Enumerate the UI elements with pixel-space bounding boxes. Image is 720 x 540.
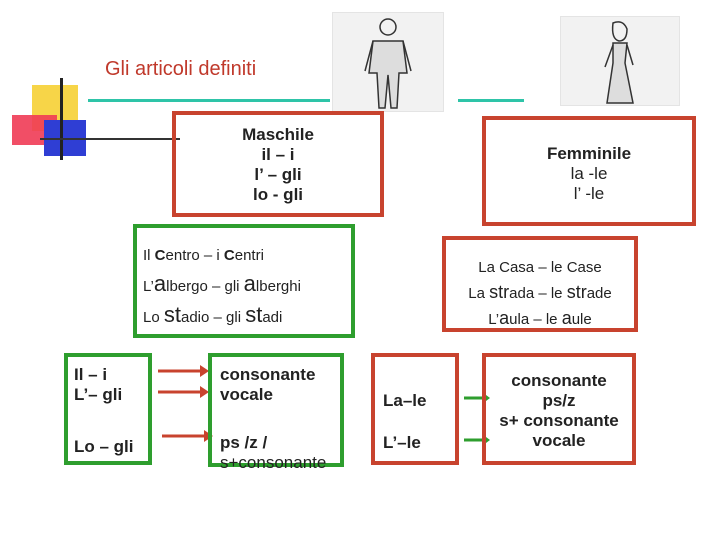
femminile-examples-box: La Casa – le Case La strada – le strade … (442, 236, 638, 332)
example-row: Il Centro – i Centri (143, 247, 264, 264)
example-row: L’aula – le aule (488, 308, 592, 328)
rule-line: s+ consonante (499, 411, 619, 430)
femminile-heading: Femminile (546, 144, 632, 163)
maschile-examples-box: Il Centro – i Centri L’albergo – gli alb… (133, 224, 355, 338)
arrow-right-icon (158, 365, 209, 377)
article-line: La–le (383, 391, 427, 410)
page-title: Gli articoli definiti (105, 58, 257, 80)
rule-line: consonante (511, 371, 607, 390)
example-row: La strada – le strade (468, 282, 612, 302)
rule-line: vocale (220, 385, 273, 404)
rule-line: ps /z / (220, 433, 268, 452)
article-line: L’–le (383, 433, 421, 452)
femminile-box: Femminile la -le l’ -le (482, 116, 696, 226)
maschile-line: il – i (261, 145, 295, 164)
arrow-right-icon (158, 386, 209, 398)
title-underline-right (458, 99, 524, 102)
example-row: La Casa – le Case (478, 259, 602, 276)
femminile-line: la -le (570, 164, 608, 183)
article-line: Il – i (74, 365, 108, 384)
femminile-line: l’ -le (573, 184, 605, 203)
rule-line: vocale (532, 431, 586, 450)
arrow-right-icon (162, 430, 213, 442)
rule-line: ps/z (542, 391, 576, 410)
example-row: Lo stadio – gli stadi (143, 302, 283, 327)
title-underline-left (88, 99, 330, 102)
decor-vertical-line (60, 78, 63, 160)
maschile-articles-box: Il – i L’– gli Lo – gli (64, 353, 152, 465)
maschile-rules-box: consonante vocale ps /z / s+consonante (208, 353, 344, 472)
woman-figure-icon (560, 16, 680, 106)
maschile-line: l’ – gli (254, 165, 302, 184)
maschile-line: lo - gli (252, 185, 304, 204)
rule-line: consonante (220, 365, 316, 384)
man-figure-icon (332, 12, 444, 112)
article-line: Lo – gli (74, 437, 134, 456)
maschile-heading: Maschile (242, 125, 314, 144)
femminile-rules-box: consonante ps/z s+ consonante vocale (482, 353, 636, 465)
femminile-articles-box: La–le L’–le (371, 353, 459, 465)
example-row: L’albergo – gli alberghi (143, 271, 301, 296)
rule-line: s+consonante (220, 453, 327, 472)
article-line: L’– gli (74, 385, 123, 404)
maschile-box: Maschile il – i l’ – gli lo - gli (172, 111, 384, 217)
decor-horizontal-line (40, 138, 180, 140)
